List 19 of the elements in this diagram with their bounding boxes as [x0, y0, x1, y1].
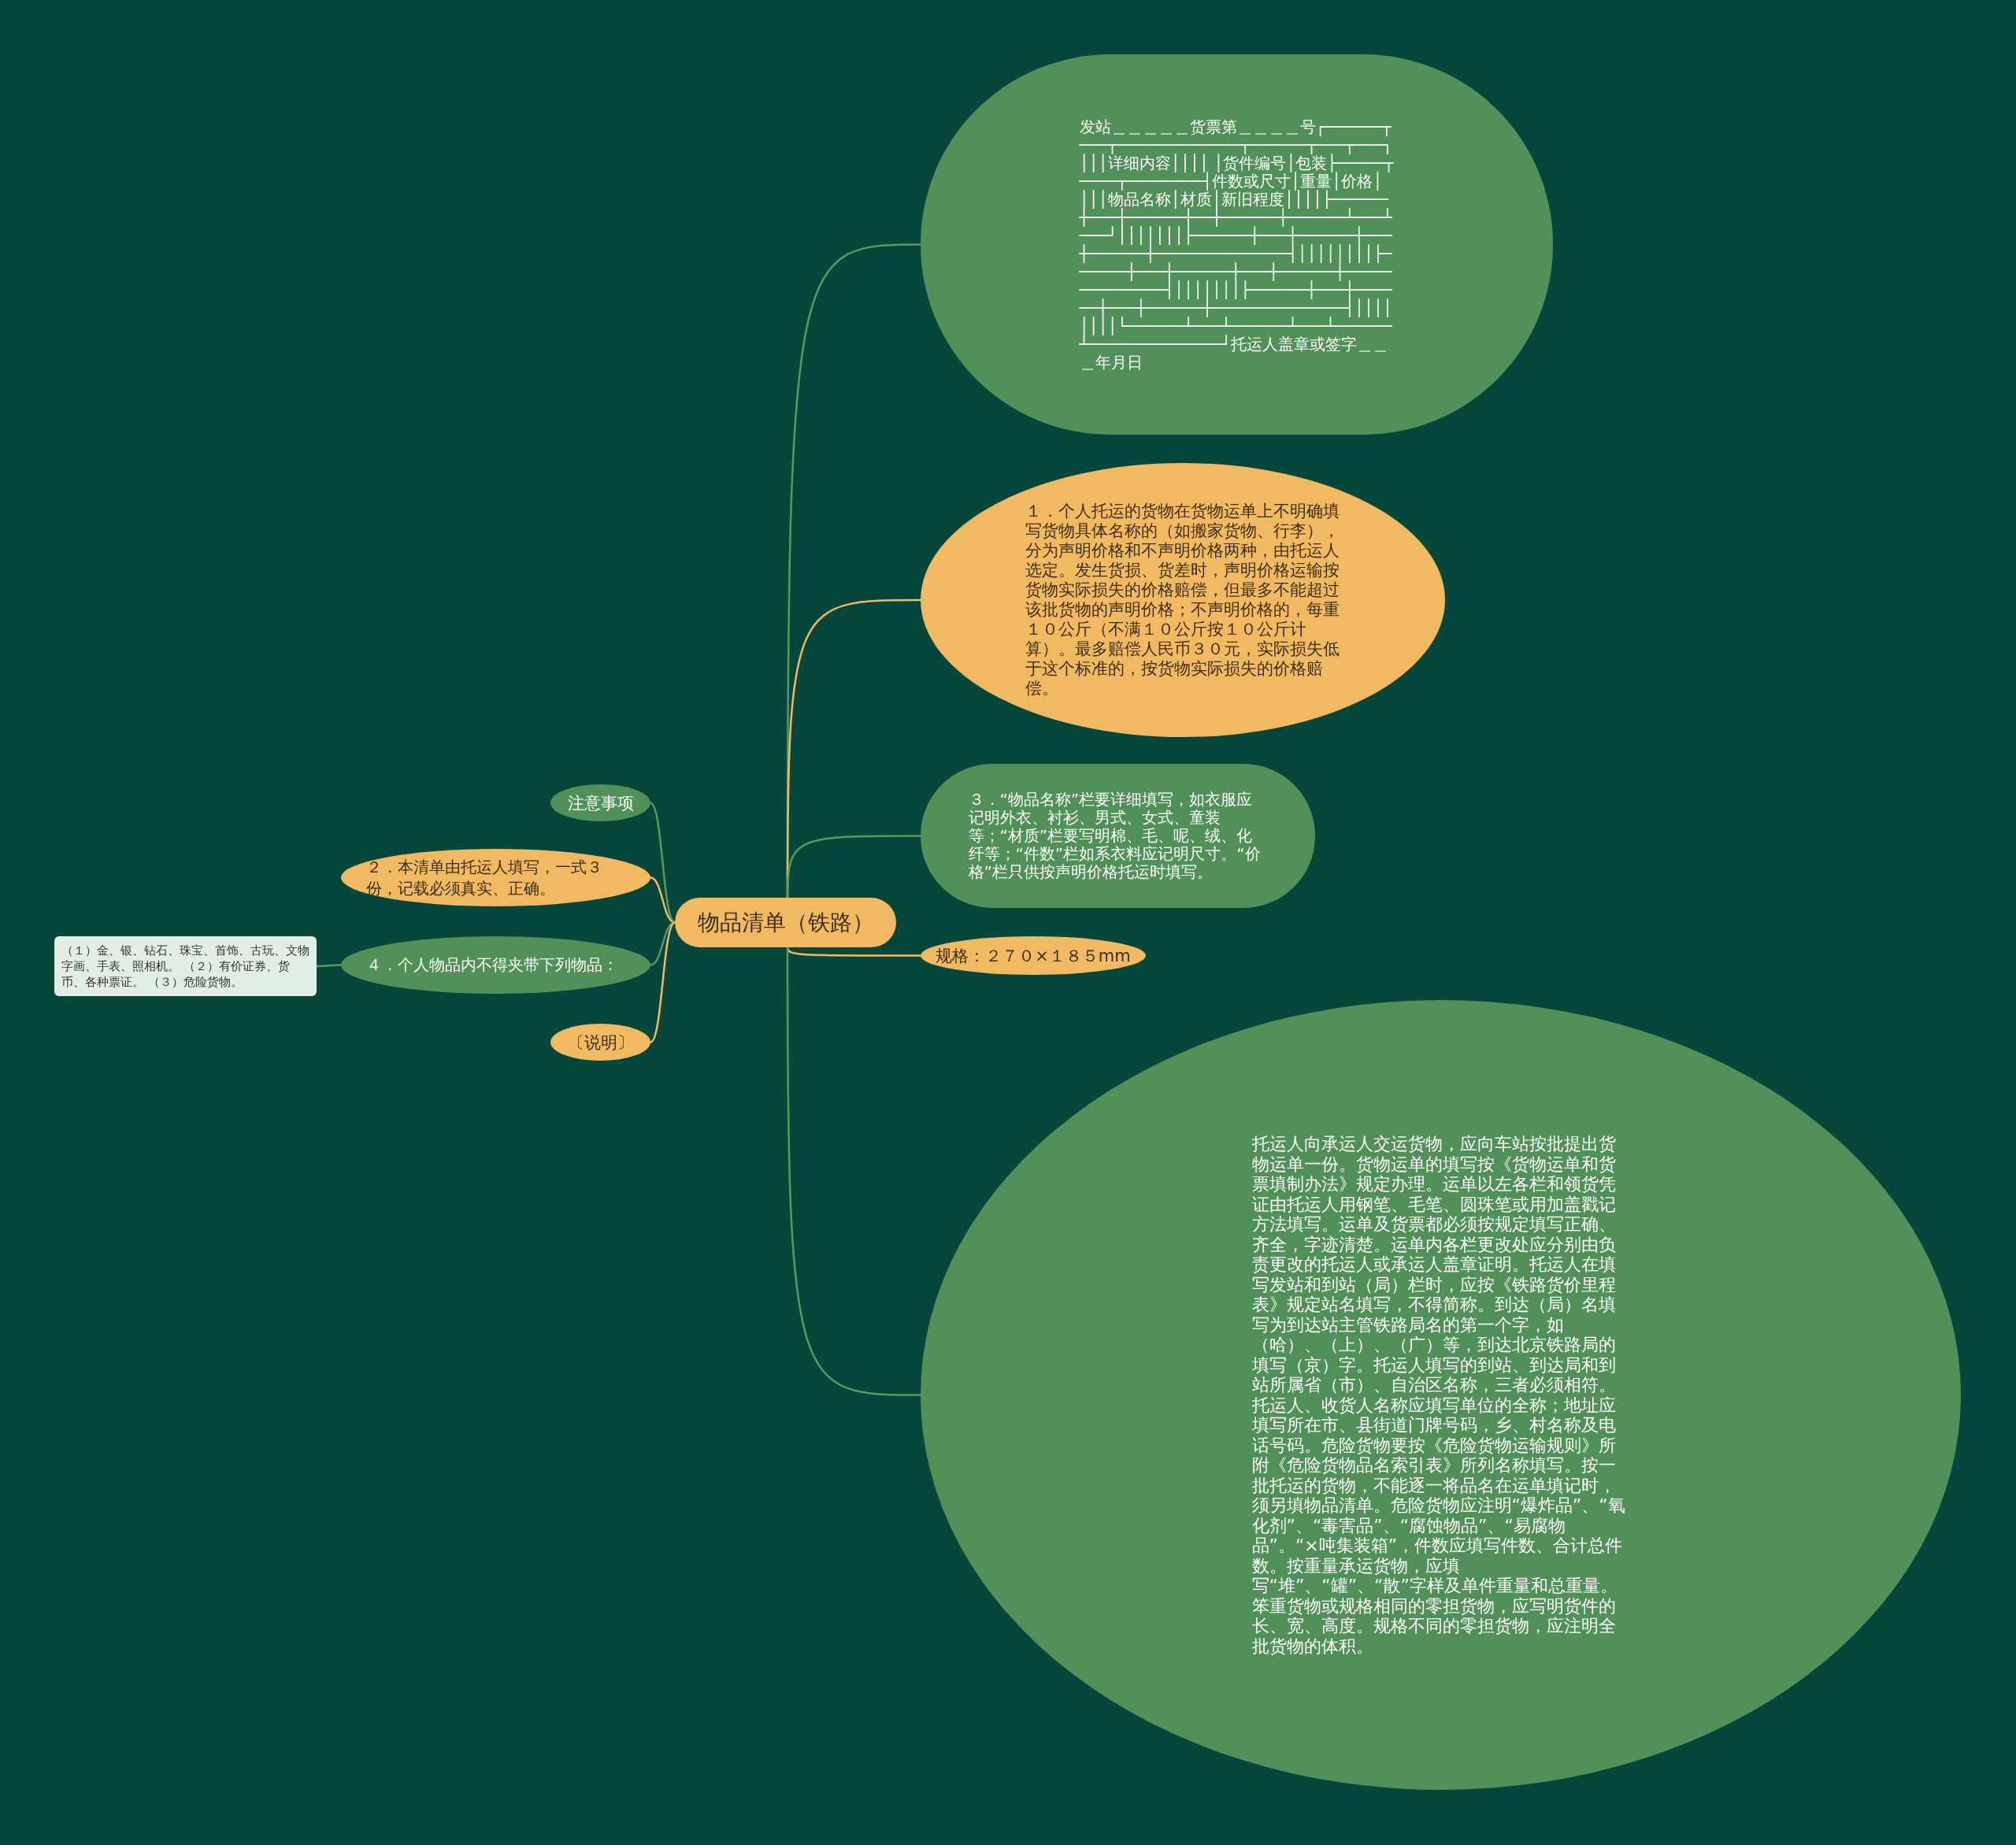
connector-line — [317, 964, 341, 968]
connector-line — [650, 876, 676, 924]
node-text: 托运人向承运人交运货物，应向车站按批提出货物运单一份。货物运单的填写按《货物运单和货票填制办法》规定办理。运单以左各栏和领货凭证由托运人用钢笔、毛笔、圆珠笔或用加盖戳记方法填写。运单及货票都必须按规定填写正确、齐全，字迹清楚。运单内各栏更改处应分别由负责更改的托运人或承运人盖章证明。托运人在填写发站和到站（局）栏时，应按《铁路货价里程表》规定站名填写，不得简称。到达（局）名填写为到达站主管铁路局名的第一个字，如（哈）、（上）、（广）等，到达北京铁路局的填写（京）字。托运人填写的到站、到达局和到站所属省（市）、自治区名称，三者必须相符。托运人、收货人名称应填写单位的全称；地址应填写所在市、县街道门牌号码，乡、村名称及电话号码。危险货物要按《危险货物运输规则》所附《危险货物品名索引表》所列名称填写。按一批托运的货物，不能逐一将品名在运单填记时，须另填物品清单。危险货物应注明“爆炸品”、“氧化剂”、“毒害品”、“腐蚀物品”、“易腐物品”。“×吨集装箱”，件数应填写件数、合计总件数。按重量承运货物，应填写“堆”、“罐”、“散”字样及单件重量和总重量。笨重货物或规格相同的零担货物，应写明货件的长、宽、高度。规格不同的零担货物，应注明全批货物的体积。 — [1251, 1134, 1626, 1656]
node-text: １．个人托运的货物在货物运单上不明确填写货物具体名称的（如搬家货物、行李），分为声明价格和不声明价格两种，由托运人选定。发生货损、货差时，声明价格运输按货物实际损失的价格赔偿，但最多不能超过该批货物的声明价格；不声明价格的，每重１０公斤（不满１０公斤按１０公斤计算）。最多赔偿人民币３０元，实际损失低于这个标准的，按货物实际损失的价格赔偿。 — [1025, 502, 1340, 698]
node-text: 〔说明〕 — [566, 1032, 635, 1054]
node-text: 发站＿＿＿＿＿货票第＿＿＿＿号┌──────┬───┬─────────────┬──────┬───┬───┐│││详细内容││││ │货件编号│包装├─────┬────┬────────┤件数或尺寸│重量│价格│ │││物品名称│材质│新旧程度││││├──────┼───┼──────┼──┼──────┼──────┴───┴───┘│││││││├──────┼───┼──────┼───┼──────┼──────────────┤││││││││├──────┼───┼──────┼───┼──────┼──────────────┤│││││││├──────┼───┼──────┼───┼──────┼──────────────┤││││││││└──────┴───┴──────┴───┴──────┴──────────────┘托运人盖章或签字＿＿＿年月日 — [1079, 117, 1395, 372]
node-text: ２．本清单由托运人填写，一式３份，记载必须真实、正确。 — [365, 856, 603, 899]
node-text: 物品清单（铁路） — [696, 908, 875, 937]
connector-line — [786, 947, 921, 1396]
node-text: ４．个人物品内不得夹带下列物品： — [365, 954, 619, 976]
connector-line — [786, 835, 921, 898]
connector-line — [650, 921, 676, 1043]
note-card — [54, 936, 317, 996]
node-text: 规格：２７０×１８５mm — [935, 945, 1132, 967]
node-text: ３．“物品名称”栏要详细填写，如衣服应记明外衣、衬衫、男式、女式、童装等；“材质”栏要写明棉、毛、呢、绒、化纤等；“件数”栏如系衣料应记明尺寸。“价格”栏只供按声明价格托运时填写。 — [968, 791, 1262, 881]
connector-line — [650, 802, 676, 924]
connector-line — [786, 947, 921, 957]
node-text: 注意事项 — [566, 792, 635, 814]
node-text: （１）金、银、钻石、珠宝、首饰、古玩、文物字画、手表、照相机。 （２）有价证券、货币、各种票证。 （３）危险货物。 — [61, 943, 309, 990]
